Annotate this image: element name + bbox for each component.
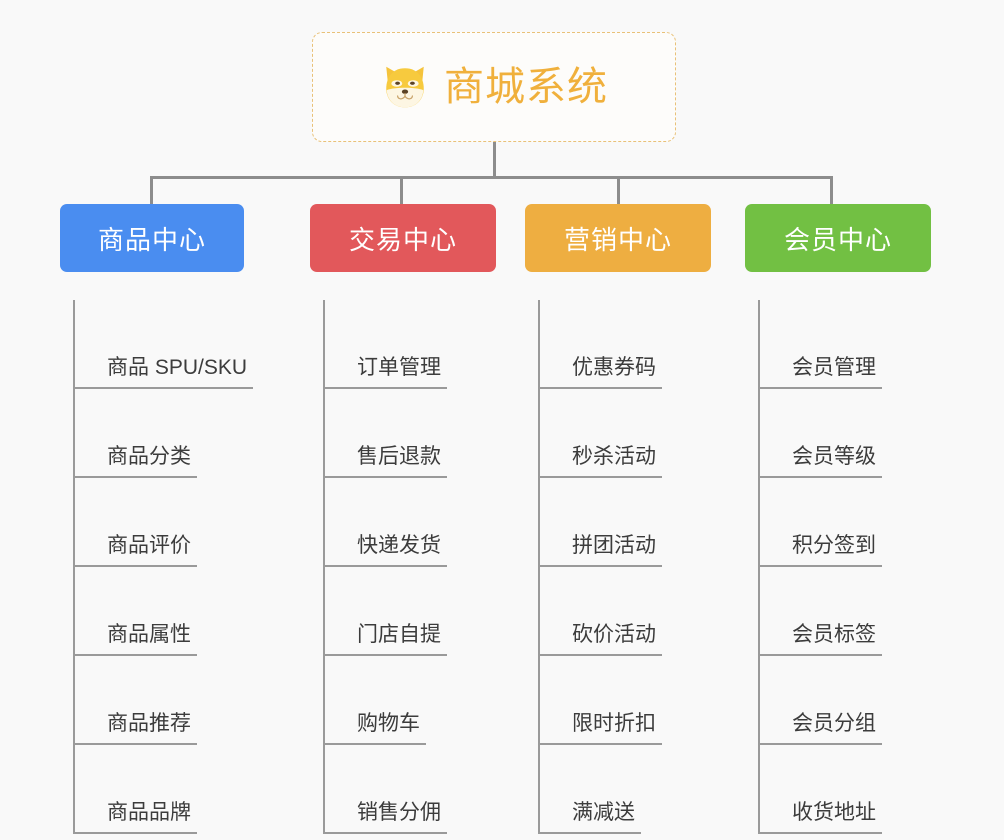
connector-drop-4 [830, 176, 833, 206]
leaf-label: 售后退款 [325, 445, 447, 478]
leaf-label: 购物车 [325, 712, 426, 745]
leaf-list: 优惠券码 秒杀活动 拼团活动 砍价活动 限时折扣 满减送 [538, 300, 720, 834]
leaf-item[interactable]: 商品评价 [75, 478, 300, 567]
category-node-trade-center[interactable]: 交易中心 [310, 204, 496, 272]
leaf-item[interactable]: 购物车 [325, 656, 510, 745]
leaf-label: 优惠券码 [540, 356, 662, 389]
leaf-item[interactable]: 商品推荐 [75, 656, 300, 745]
leaf-item[interactable]: 会员等级 [760, 389, 940, 478]
leaf-label: 砍价活动 [540, 623, 662, 656]
connector-drop-3 [617, 176, 620, 206]
root-node[interactable]: 商城系统 [312, 32, 676, 142]
shiba-dog-icon [386, 66, 424, 108]
category-label: 会员中心 [783, 224, 892, 255]
leaf-label: 会员管理 [760, 356, 882, 389]
branch-column-marketing-center: 营销中心 优惠券码 秒杀活动 拼团活动 砍价活动 限时折扣 满减送 [525, 204, 720, 834]
root-title: 商城系统 [444, 65, 608, 109]
leaf-item[interactable]: 商品分类 [75, 389, 300, 478]
leaf-label: 收货地址 [760, 801, 882, 834]
leaf-item[interactable]: 收货地址 [760, 745, 940, 834]
category-node-marketing-center[interactable]: 营销中心 [525, 204, 711, 272]
category-label: 交易中心 [348, 224, 457, 255]
leaf-label: 会员分组 [760, 712, 882, 745]
leaf-item[interactable]: 售后退款 [325, 389, 510, 478]
leaf-label: 商品分类 [75, 445, 197, 478]
connector-root-stem [493, 142, 496, 178]
connector-drop-1 [150, 176, 153, 206]
leaf-item[interactable]: 会员管理 [760, 300, 940, 389]
leaf-label: 积分签到 [760, 534, 882, 567]
leaf-label: 商品品牌 [75, 801, 197, 834]
leaf-item[interactable]: 积分签到 [760, 478, 940, 567]
branch-column-trade-center: 交易中心 订单管理 售后退款 快递发货 门店自提 购物车 销售分佣 [310, 204, 510, 834]
branch-column-member-center: 会员中心 会员管理 会员等级 积分签到 会员标签 会员分组 收货地址 [745, 204, 940, 834]
leaf-item[interactable]: 满减送 [540, 745, 720, 834]
connector-drop-2 [400, 176, 403, 206]
leaf-label: 销售分佣 [325, 801, 447, 834]
leaf-item[interactable]: 限时折扣 [540, 656, 720, 745]
leaf-label: 商品推荐 [75, 712, 197, 745]
leaf-label: 限时折扣 [540, 712, 662, 745]
category-node-product-center[interactable]: 商品中心 [60, 204, 244, 272]
branch-column-product-center: 商品中心 商品 SPU/SKU 商品分类 商品评价 商品属性 商品推荐 商品品牌 [60, 204, 300, 834]
leaf-item[interactable]: 销售分佣 [325, 745, 510, 834]
leaf-label: 商品 SPU/SKU [75, 356, 254, 389]
leaf-item[interactable]: 会员分组 [760, 656, 940, 745]
leaf-label: 门店自提 [325, 623, 447, 656]
leaf-label: 快递发货 [325, 534, 447, 567]
leaf-label: 会员标签 [760, 623, 882, 656]
category-node-member-center[interactable]: 会员中心 [745, 204, 931, 272]
leaf-item[interactable]: 快递发货 [325, 478, 510, 567]
leaf-item[interactable]: 砍价活动 [540, 567, 720, 656]
leaf-item[interactable]: 门店自提 [325, 567, 510, 656]
leaf-item[interactable]: 拼团活动 [540, 478, 720, 567]
leaf-item[interactable]: 会员标签 [760, 567, 940, 656]
leaf-item[interactable]: 商品 SPU/SKU [75, 300, 300, 389]
leaf-label: 商品评价 [75, 534, 197, 567]
leaf-item[interactable]: 订单管理 [325, 300, 510, 389]
leaf-list: 订单管理 售后退款 快递发货 门店自提 购物车 销售分佣 [323, 300, 510, 834]
leaf-item[interactable]: 商品属性 [75, 567, 300, 656]
leaf-label: 商品属性 [75, 623, 197, 656]
leaf-item[interactable]: 商品品牌 [75, 745, 300, 834]
category-label: 营销中心 [563, 224, 672, 255]
leaf-label: 满减送 [540, 801, 641, 834]
leaf-list: 会员管理 会员等级 积分签到 会员标签 会员分组 收货地址 [758, 300, 940, 834]
leaf-item[interactable]: 秒杀活动 [540, 389, 720, 478]
connector-horizontal-bus [150, 176, 832, 179]
leaf-label: 会员等级 [760, 445, 882, 478]
leaf-item[interactable]: 优惠券码 [540, 300, 720, 389]
leaf-label: 订单管理 [325, 356, 447, 389]
leaf-list: 商品 SPU/SKU 商品分类 商品评价 商品属性 商品推荐 商品品牌 [73, 300, 300, 834]
leaf-label: 拼团活动 [540, 534, 662, 567]
category-label: 商品中心 [97, 224, 206, 255]
leaf-label: 秒杀活动 [540, 445, 662, 478]
